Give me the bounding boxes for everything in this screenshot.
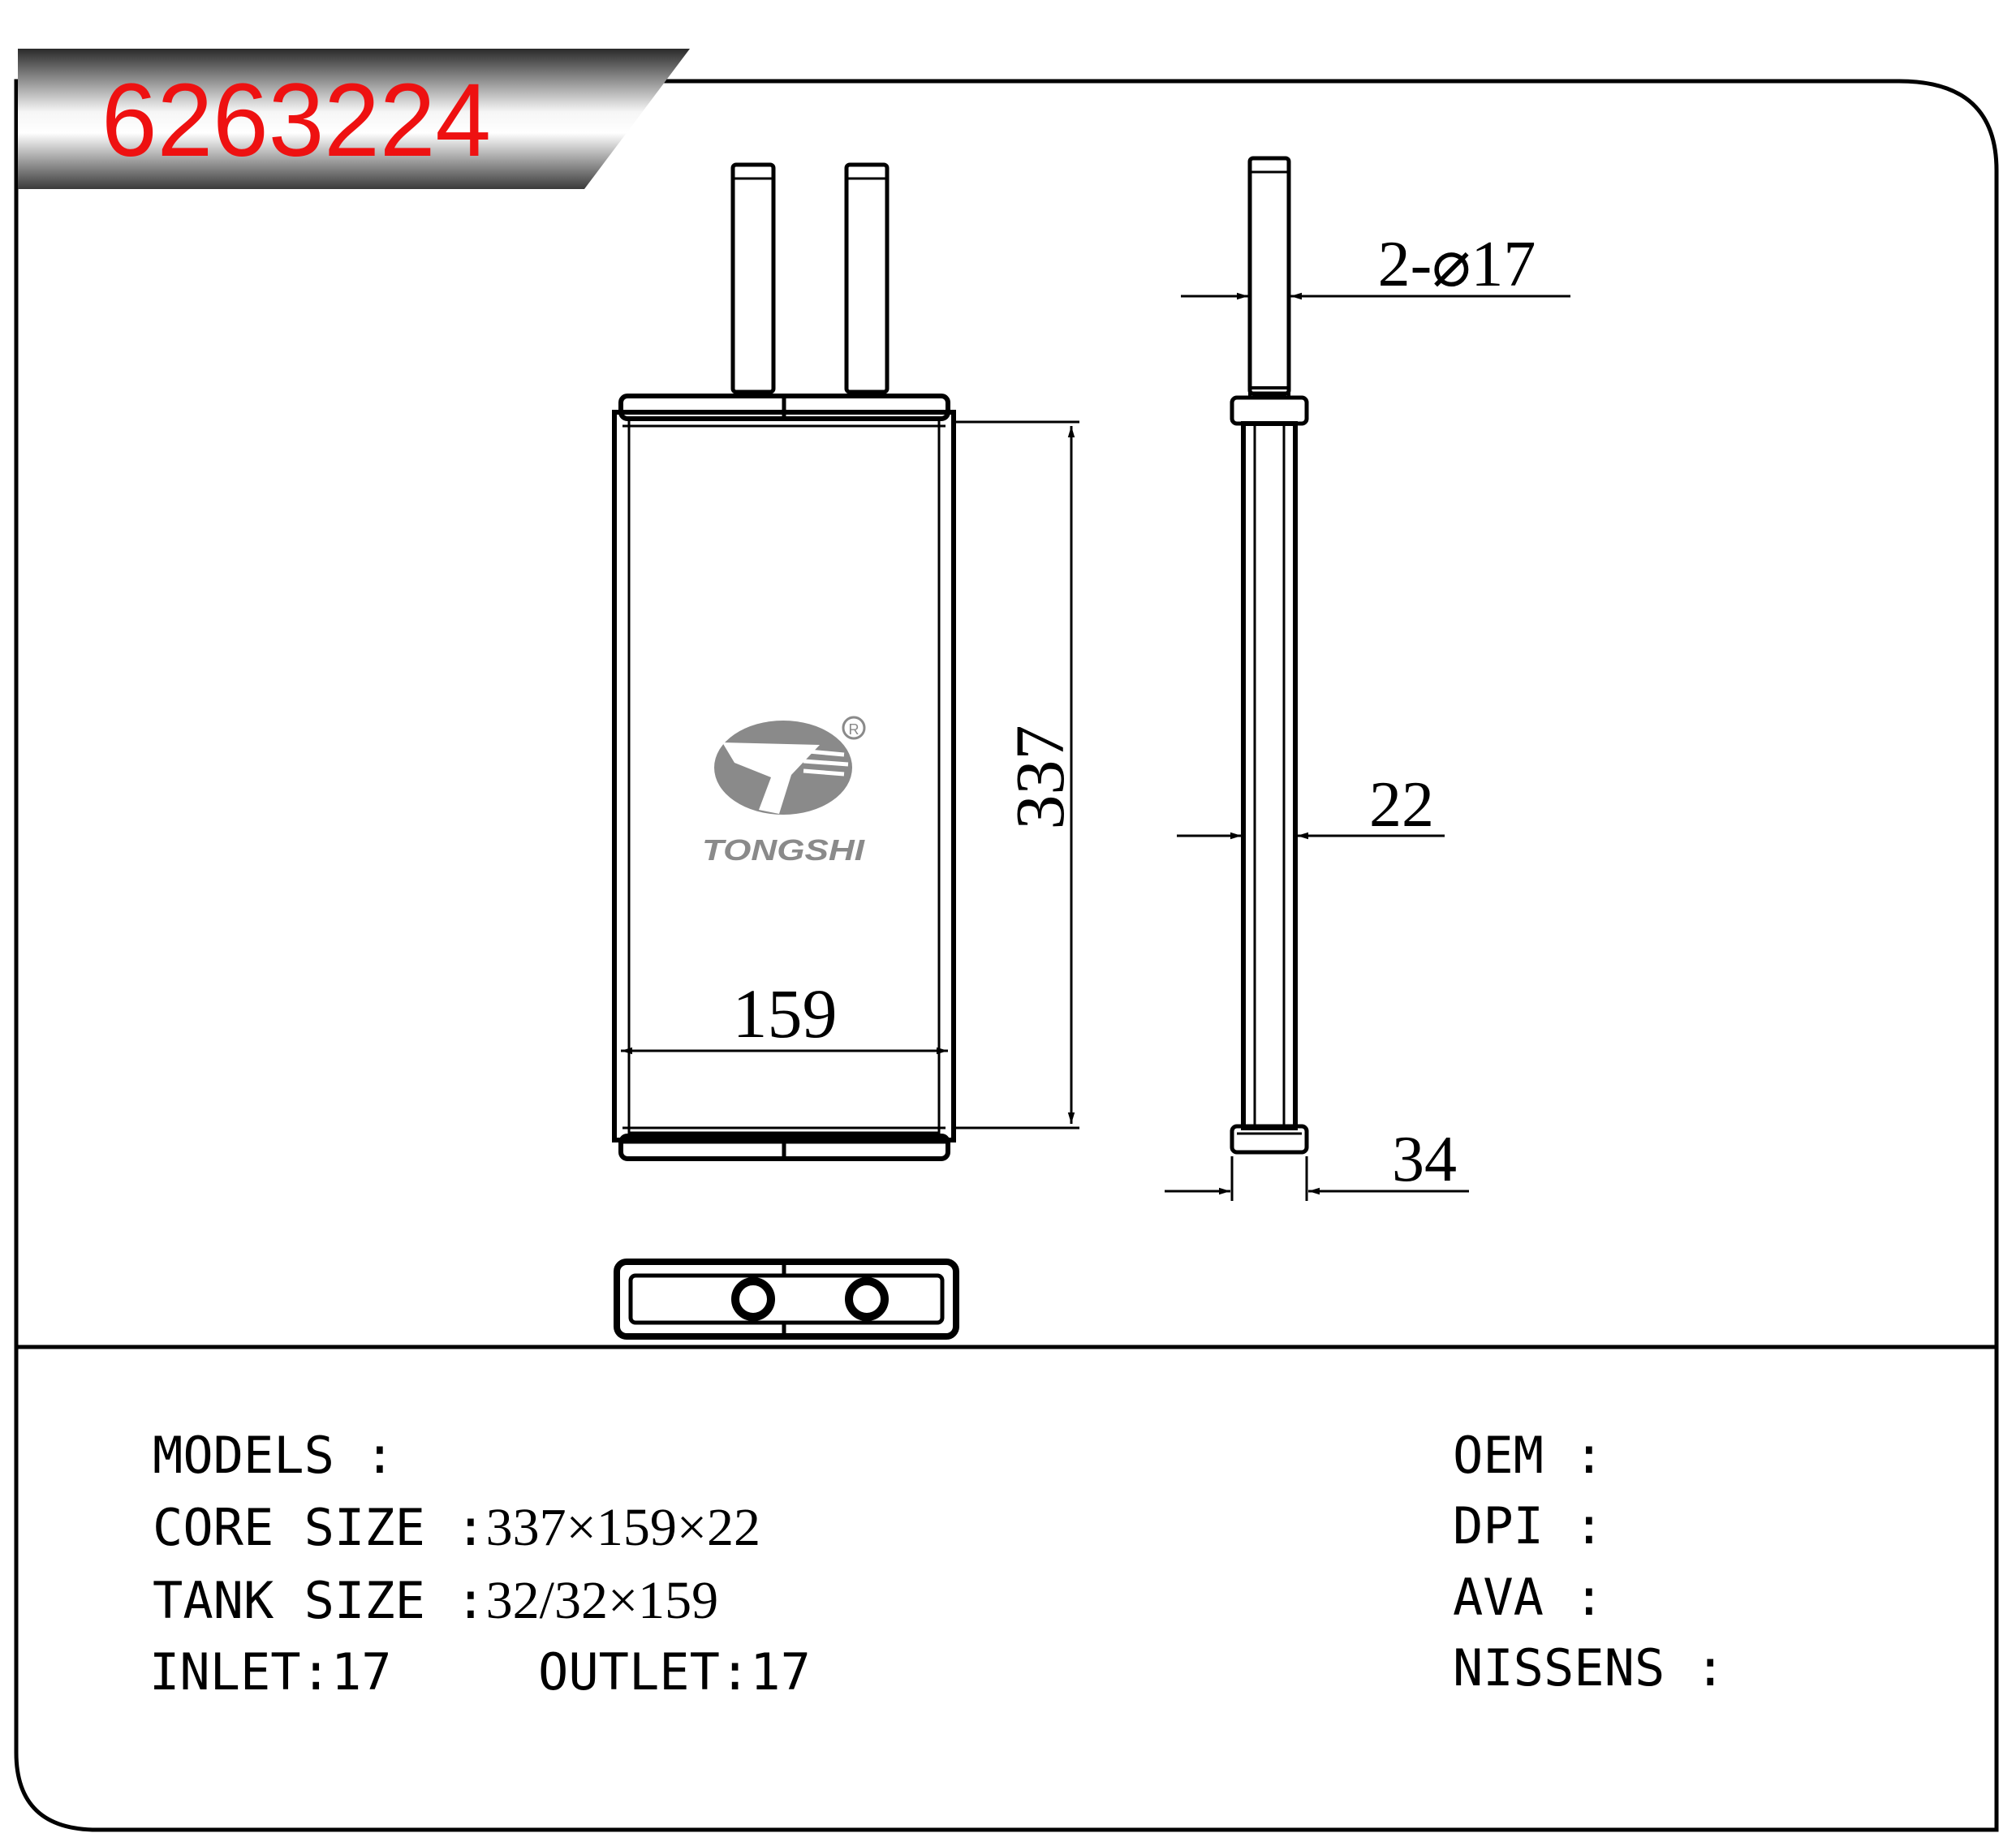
height-label: 337 [1001, 725, 1079, 830]
brand-name: TONGSHI [702, 833, 865, 867]
side-bottom-tank [1230, 1124, 1309, 1155]
outlet-port [845, 1277, 889, 1321]
part-number-banner: 6263224 [18, 49, 690, 189]
side-view [1230, 156, 1309, 1155]
side-pipe [1247, 156, 1291, 396]
registered-mark: R [849, 721, 859, 738]
outlet-pipe [844, 162, 890, 394]
tank-thickness-dimension [1165, 1156, 1469, 1201]
outlet-label: OUTLET:17 [538, 1642, 811, 1702]
pipe-diameter-label: 2-⌀17 [1378, 229, 1536, 300]
dpi-label: DPI : [1453, 1496, 1605, 1556]
side-top-tank [1230, 395, 1309, 426]
side-core [1241, 421, 1298, 1130]
core-thickness-label: 22 [1369, 769, 1434, 841]
inlet-label: INLET:17 [149, 1642, 392, 1702]
inlet-port [731, 1277, 775, 1321]
width-label: 159 [733, 975, 838, 1052]
models-label: MODELS : [153, 1426, 395, 1485]
top-view [614, 1259, 959, 1340]
tongshi-logo-icon: R TONGSHI [702, 716, 866, 867]
tank-size-label: TANK SIZE : [153, 1571, 486, 1630]
core-size-value: 337×159×22 [485, 1498, 761, 1557]
height-dimension [956, 420, 1079, 1130]
core-size-label: CORE SIZE : [153, 1498, 486, 1557]
frame-border [14, 79, 1999, 1832]
nissens-label: NISSENS : [1453, 1638, 1725, 1698]
tank-thickness-label: 34 [1392, 1124, 1457, 1195]
tank-size-value: 32/32×159 [485, 1571, 719, 1630]
tank-size-row: TANK SIZE :32/32×159 [153, 1574, 718, 1628]
part-number: 6263224 [101, 62, 491, 179]
core-size-row: CORE SIZE :337×159×22 [153, 1501, 760, 1555]
ava-label: AVA : [1453, 1568, 1605, 1627]
inlet-pipe [730, 162, 776, 394]
oem-label: OEM : [1453, 1426, 1605, 1485]
front-view [612, 162, 956, 1161]
